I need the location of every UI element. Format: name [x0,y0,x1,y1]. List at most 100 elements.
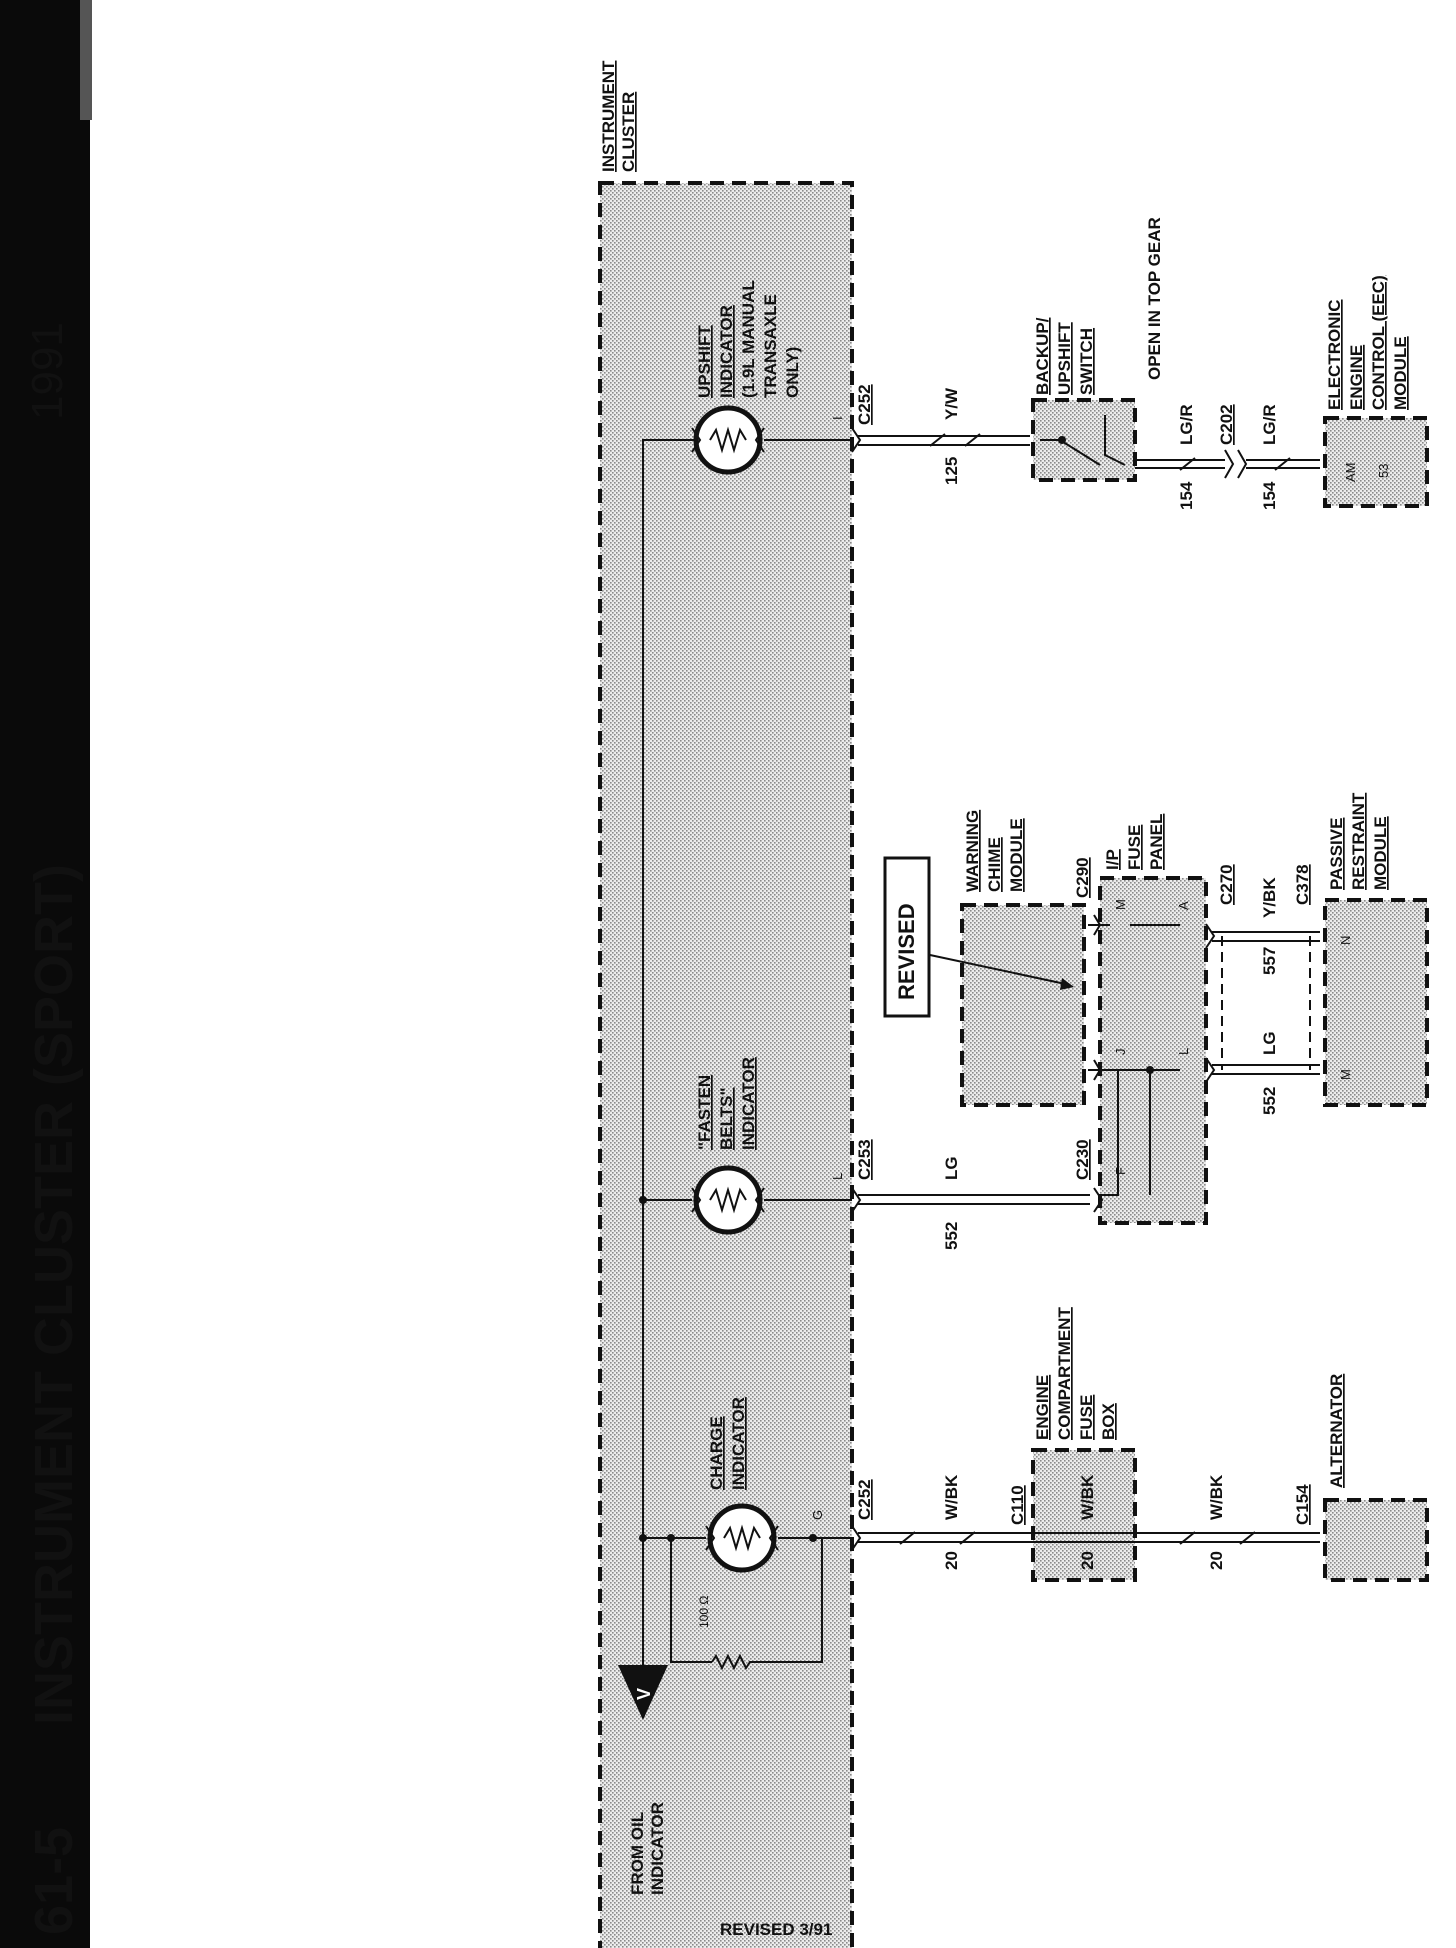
charge-label-1: CHARGE [707,1416,726,1490]
wire-20-a-color: W/BK [942,1474,961,1520]
eec-label-2: ENGINE [1347,345,1366,410]
cluster-bus [642,439,692,1665]
wire-154-b-color: LG/R [1260,404,1279,445]
wire-154-b-circuit: 154 [1260,481,1279,510]
bulb-terminals [691,427,765,453]
wire-552-color: LG [942,1156,961,1180]
grey-strip [80,0,92,120]
wire-557 [1212,931,1320,942]
junction-dot [639,1196,647,1204]
eec-module-box [1323,416,1429,508]
engine-fuse-color: W/BK [1078,1474,1097,1520]
c290-label: C290 [1073,857,1092,898]
twist-mark [899,1531,976,1545]
chime-label-1: WARNING [963,810,982,892]
eec-label-1: ELECTRONIC [1325,300,1344,411]
pointer-arrow-icon [1060,978,1074,990]
page-title: INSTRUMENT CLUSTER (SPORT) [24,864,84,1725]
cluster-label-1: INSTRUMENT [599,60,618,172]
eec-pin-am: AM [1343,463,1358,483]
c230-label: C230 [1073,1139,1092,1180]
engine-fuse-circuit: 20 [1078,1551,1097,1570]
upshift-label-3: (1.9L MANUAL [739,280,758,398]
engine-fuse-label-2: COMPARTMENT [1055,1307,1074,1440]
charge-pin: G [810,1510,825,1520]
bulb-filament [709,1186,747,1214]
fuse-pin-j: J [1113,1049,1128,1056]
engine-fuse-box [1031,1448,1137,1582]
c202-label: C202 [1217,404,1236,445]
twist-mark [1179,1531,1256,1545]
backup-label-3: SWITCH [1077,328,1096,395]
connector-c202 [1224,449,1248,479]
wire-557-color: Y/BK [1260,877,1279,918]
connector-symbol [851,427,862,453]
upshift-pin: I [830,416,845,420]
bulb-filament [709,426,747,454]
triangle-letter: V [634,1688,654,1700]
fuse-label-1: I/P [1103,849,1122,870]
wire-20-b [1025,1532,1320,1543]
backup-note: OPEN IN TOP GEAR [1145,217,1164,380]
backup-label-1: BACKUP/ [1033,317,1052,395]
restraint-label-1: PASSIVE [1327,818,1346,890]
bulb-icon [693,1165,763,1235]
twist-mark [1274,457,1291,471]
connector-c230 [1093,1187,1104,1213]
c378-label: C378 [1293,864,1312,905]
resistor-label: 100 Ω [697,1596,711,1628]
wire-154-b [1246,459,1320,469]
wire-125-circuit: 125 [942,457,961,485]
wire-20-a-circuit: 20 [942,1551,961,1570]
bulb-icon [693,405,763,475]
bulb-terminals [705,1525,779,1551]
page-year: 1991 [23,322,72,420]
black-bar [0,0,90,1948]
wire-154-a-circuit: 154 [1177,481,1196,510]
fasten-label-3: INDICATOR [739,1057,758,1150]
revised-note: REVISED 3/91 [720,1920,832,1939]
bulb-filament [723,1524,761,1552]
chime-label-3: MODULE [1007,818,1026,892]
upshift-label-4: TRANSAXLE [761,294,780,398]
upshift-indicator: UPSHIFT INDICATOR (1.9L MANUAL TRANSAXLE… [691,280,874,475]
c154-label: C154 [1293,1484,1312,1525]
wire-125 [858,435,1030,446]
junction-dot [639,1534,647,1542]
upshift-label-2: INDICATOR [717,305,736,398]
connector-c290 [1093,914,1102,1081]
fuse-label-3: PANEL [1147,814,1166,870]
connector-symbol [851,1187,862,1213]
fuse-label-2: FUSE [1125,825,1144,870]
upshift-connector: C252 [855,384,874,425]
connector-symbol [851,1525,862,1551]
resistor-loop [670,1538,712,1663]
wire-154-a [1135,459,1225,469]
eec-label-4: MODULE [1391,336,1410,410]
fasten-belts-indicator: "FASTEN BELTS" INDICATOR L C253 [691,1057,874,1235]
wire-20-a [858,1532,1025,1543]
engine-fuse-label-3: FUSE [1077,1395,1096,1440]
charge-label-2: INDICATOR [729,1397,748,1490]
wire-552-circuit: 552 [942,1222,961,1250]
eec-label-3: CONTROL (EEC) [1369,275,1388,410]
chime-label-2: CHIME [985,837,1004,892]
oil-triangle-icon [618,1665,668,1720]
switch-pivot [1058,436,1066,444]
junction-dot [1146,1066,1154,1074]
fuse-internal-c [1100,1070,1119,1196]
resistor-symbol [711,1537,823,1671]
shield-dashed [1221,936,1311,1070]
oil-indicator-label-2: INDICATOR [648,1802,667,1895]
wire-552b-circuit: 552 [1260,1087,1279,1115]
backup-label-2: UPSHIFT [1055,322,1074,395]
twist-mark [929,433,981,447]
fuse-pin-f: F [1113,1167,1128,1175]
fasten-connector: C253 [855,1139,874,1180]
charge-indicator: CHARGE INDICATOR G C252 [671,1397,874,1573]
restraint-label-3: MODULE [1371,816,1390,890]
wire-20-b-color: W/BK [1207,1474,1226,1520]
bulb-icon [707,1503,777,1573]
passive-restraint-box [1323,898,1429,1107]
